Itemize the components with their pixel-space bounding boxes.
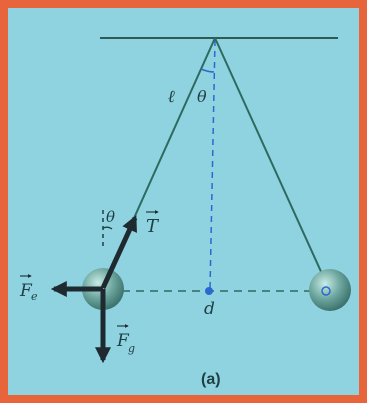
electric-force-subscript: e bbox=[31, 290, 38, 303]
right-sphere-center bbox=[321, 286, 331, 296]
panel-label: (a) bbox=[201, 371, 221, 388]
left-angle-arc bbox=[102, 226, 113, 230]
tension-label: T bbox=[146, 216, 160, 237]
gravity-force-subscript: g bbox=[128, 342, 135, 355]
left-angle-label: θ bbox=[106, 208, 115, 226]
panel-background bbox=[8, 8, 359, 395]
length-label: ℓ bbox=[168, 87, 175, 107]
vertical-dashed-line bbox=[209, 39, 216, 291]
gravity-force-label: F bbox=[116, 331, 130, 351]
electric-force-label: F bbox=[19, 281, 33, 301]
separation-label: d bbox=[204, 299, 215, 319]
tension-arrow bbox=[100, 215, 138, 290]
top-angle-arc bbox=[200, 68, 215, 73]
midpoint-marker bbox=[205, 287, 213, 295]
right-string bbox=[214, 37, 329, 288]
top-angle-label: θ bbox=[197, 87, 207, 106]
